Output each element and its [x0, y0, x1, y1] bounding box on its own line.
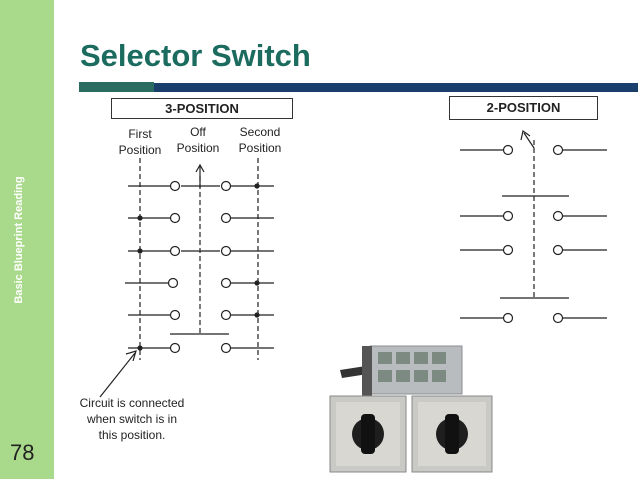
- three-position-header: 3-POSITION: [111, 98, 293, 119]
- page-number: 78: [10, 440, 35, 465]
- title-rule-accent: [79, 82, 154, 92]
- title-rule: [79, 83, 638, 92]
- second-position-label: Second Position: [238, 125, 282, 155]
- selector-switch-photo: [326, 340, 501, 475]
- callout-text: Circuit is connected when switch is in t…: [79, 396, 185, 442]
- callout-arrowhead: [125, 350, 137, 362]
- callout-arrow: [99, 352, 136, 398]
- two-position-header: 2-POSITION: [449, 96, 598, 120]
- off-position-label: Off Position: [176, 125, 220, 155]
- slide-title: Selector Switch: [80, 38, 311, 73]
- two-position-arrow: [523, 132, 535, 149]
- sidebar: [0, 0, 54, 479]
- first-position-label: First Position: [118, 127, 162, 157]
- two-position-arrowhead: [520, 129, 531, 141]
- off-position-arrowhead: [195, 163, 205, 173]
